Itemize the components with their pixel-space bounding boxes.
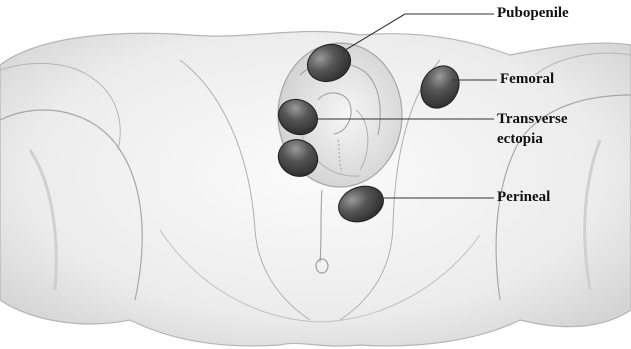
label-perineal: Perineal xyxy=(497,187,550,207)
label-pubopenile: Pubopenile xyxy=(497,3,569,23)
label-femoral: Femoral xyxy=(500,69,554,89)
label-transverse-line1: Transverse xyxy=(497,109,568,129)
label-transverse-ectopia: Transverse ectopia xyxy=(497,109,568,149)
label-transverse-line2: ectopia xyxy=(497,129,568,149)
